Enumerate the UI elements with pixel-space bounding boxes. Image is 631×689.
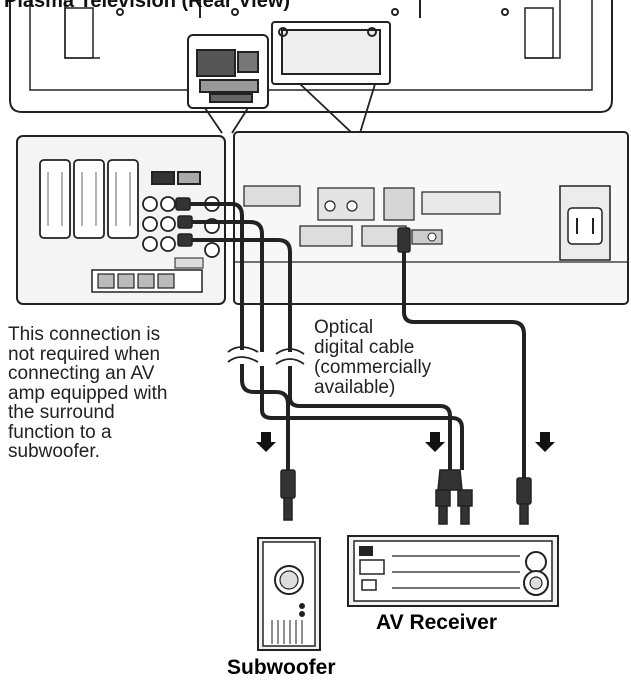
cables (188, 202, 526, 480)
tv-side-terminal (187, 34, 269, 109)
right-panel-enlarged (233, 131, 629, 305)
page-title: Plasma Television (Rear View) (4, 0, 291, 12)
optical-cable-label: Optical digital cable (commercially avai… (314, 317, 432, 398)
arrows (256, 432, 555, 452)
tv-main-terminal (271, 21, 391, 85)
arrow-down-icon (425, 432, 445, 452)
arrow-down-icon (256, 432, 276, 452)
splitter-plugs (280, 469, 532, 525)
left-panel-enlarged (16, 135, 226, 305)
connection-note: This connection is not required when con… (8, 324, 168, 462)
zoom-lines (204, 83, 376, 134)
arrow-down-icon (535, 432, 555, 452)
av-receiver-label: AV Receiver (376, 611, 498, 634)
subwoofer-device (257, 537, 321, 651)
subwoofer-label: Subwoofer (227, 656, 336, 679)
tv-rear (9, 0, 613, 113)
cable-break-marks (227, 346, 305, 365)
panel-plugs (175, 197, 411, 253)
av-receiver-device (347, 535, 559, 607)
